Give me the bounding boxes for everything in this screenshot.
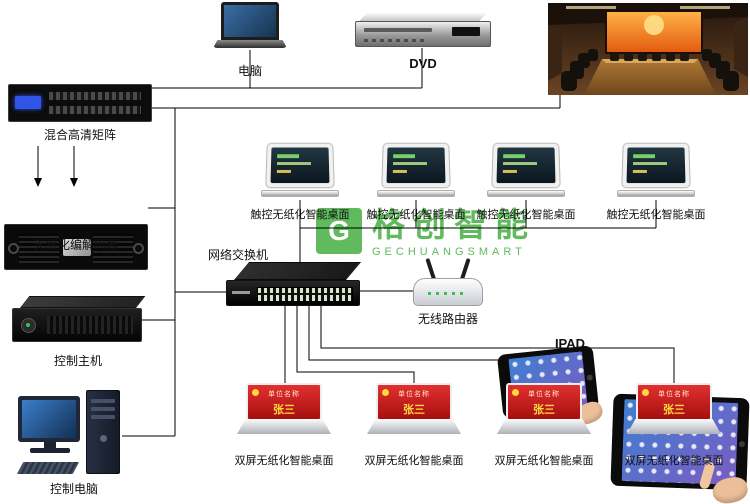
host-front-panel — [12, 308, 142, 342]
dual-screen-nameplate: 单位名称 张三 — [367, 383, 461, 441]
nameplate-logo-icon — [252, 389, 259, 396]
pointing-hand — [698, 460, 750, 504]
label-network-switch: 网络交换机 — [207, 248, 268, 262]
brand-name-en: GECHUANGSMART — [372, 246, 526, 258]
brand-logo-icon: G — [316, 208, 362, 254]
touch-monitor — [377, 142, 455, 204]
nameplate-logo-icon — [512, 389, 519, 396]
brand-watermark: G 格创智能 GECHUANGSMART — [316, 208, 536, 258]
network-switch — [226, 262, 366, 308]
dual-screen-nameplate: 单位名称 张三 — [497, 383, 591, 441]
label-touch-desktop: 触控无纸化智能桌面 — [606, 209, 706, 221]
label-computer: 电脑 — [237, 64, 262, 78]
hd-matrix-switcher — [8, 84, 152, 122]
nameplate-title: 单位名称 — [268, 391, 300, 398]
matrix-buttons — [49, 92, 141, 100]
dvd-front-panel — [355, 21, 491, 47]
laptop-screen — [221, 2, 279, 40]
label-codec: 无纸化编解码器 — [33, 238, 118, 252]
dvd-player — [355, 13, 491, 47]
nameplate-logo-icon — [642, 389, 649, 396]
nameplate-screen: 单位名称 张三 — [636, 383, 712, 421]
matrix-lcd — [15, 96, 41, 109]
touch-monitor — [261, 142, 339, 204]
nameplate-name: 张三 — [273, 404, 295, 416]
nameplate-screen: 单位名称 张三 — [246, 383, 322, 421]
pc-keyboard — [16, 462, 80, 474]
nameplate-name: 张三 — [663, 404, 685, 416]
power-button — [21, 318, 36, 333]
touch-monitor — [617, 142, 695, 204]
nameplate-title: 单位名称 — [528, 391, 560, 398]
switch-ports — [257, 287, 353, 302]
touch-monitor — [487, 142, 565, 204]
nameplate-name: 张三 — [403, 404, 425, 416]
pc-tower — [86, 390, 120, 474]
label-control-host: 控制主机 — [53, 354, 102, 368]
label-dual-desktop: 双屏无纸化智能桌面 — [624, 455, 724, 467]
switch-front-panel — [226, 280, 360, 306]
laptop-computer — [213, 2, 287, 54]
label-control-pc: 控制电脑 — [49, 482, 98, 496]
dual-screen-nameplate: 单位名称 张三 — [627, 383, 721, 441]
label-router: 无线路由器 — [417, 312, 478, 326]
conference-room-photo — [548, 3, 748, 100]
home-button — [586, 374, 594, 381]
dvd-tray — [364, 28, 432, 32]
label-dual-desktop: 双屏无纸化智能桌面 — [494, 455, 594, 467]
paperless-codec-server — [4, 224, 148, 270]
label-touch-desktop: 触控无纸化智能桌面 — [476, 209, 576, 221]
nameplate-screen: 单位名称 张三 — [376, 383, 452, 421]
dvd-display — [452, 27, 480, 36]
label-dual-desktop: 双屏无纸化智能桌面 — [364, 455, 464, 467]
laptop-base — [213, 40, 287, 48]
label-touch-desktop: 触控无纸化智能桌面 — [366, 209, 466, 221]
pc-monitor — [18, 396, 80, 442]
nameplate-logo-icon — [382, 389, 389, 396]
label-touch-desktop: 触控无纸化智能桌面 — [250, 209, 350, 221]
nameplate-title: 单位名称 — [658, 391, 690, 398]
nameplate-title: 单位名称 — [398, 391, 430, 398]
dual-screen-nameplate: 单位名称 张三 — [237, 383, 331, 441]
home-button — [738, 441, 746, 448]
nameplate-name: 张三 — [533, 404, 555, 416]
router-body — [413, 278, 483, 306]
nameplate-screen: 单位名称 张三 — [506, 383, 582, 421]
label-matrix: 混合高清矩阵 — [43, 128, 116, 142]
label-dvd: DVD — [409, 56, 437, 71]
label-ipad: IPAD — [554, 336, 586, 351]
wireless-router — [411, 256, 485, 308]
control-host-server — [12, 296, 146, 346]
brand-name: 格创智能 — [372, 206, 536, 243]
label-dual-desktop: 双屏无纸化智能桌面 — [234, 455, 334, 467]
control-pc — [16, 390, 130, 482]
codec-logo-plate — [63, 239, 91, 256]
